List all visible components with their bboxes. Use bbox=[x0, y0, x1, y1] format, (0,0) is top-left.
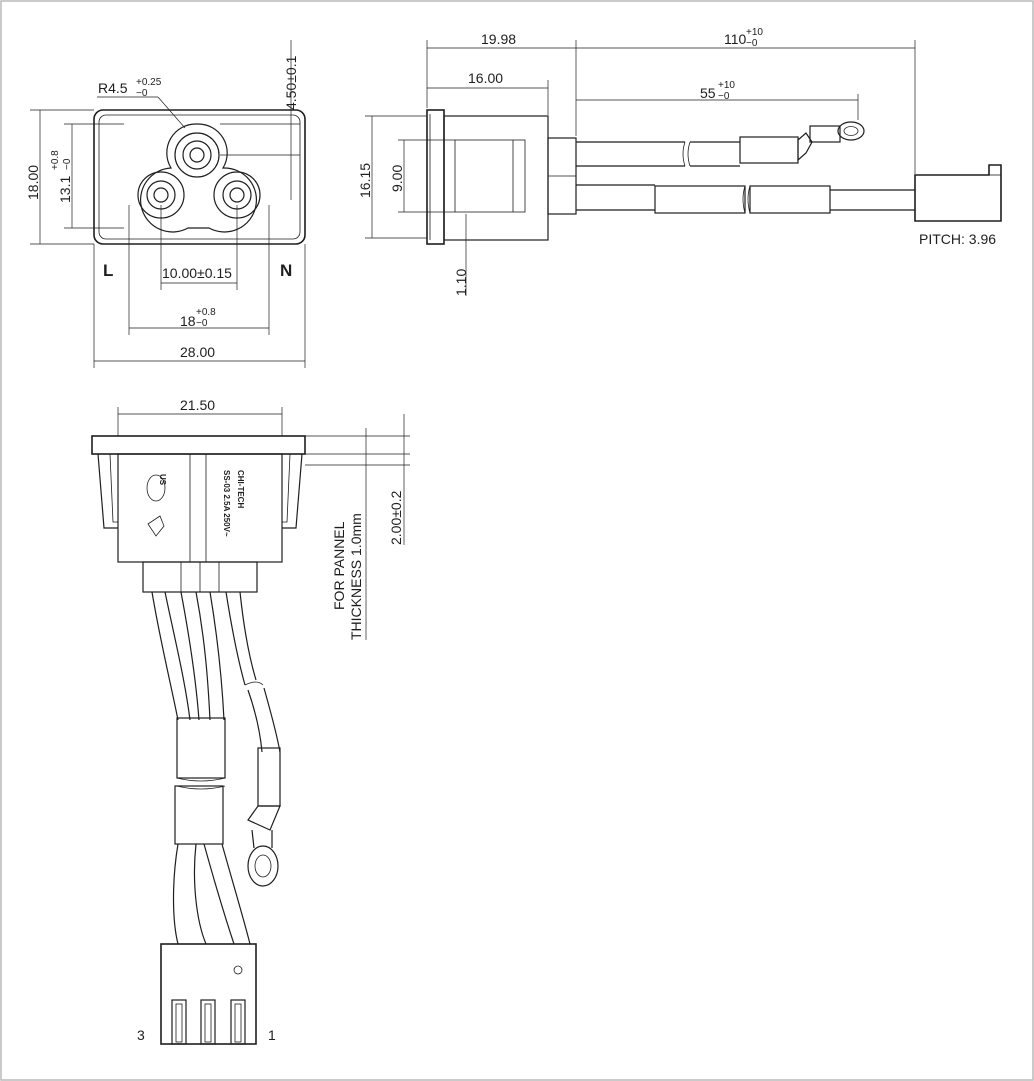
pin-earth-outer bbox=[174, 132, 220, 178]
pin-label-3: 3 bbox=[137, 1027, 145, 1043]
flange-to-rear-label: 16.00 bbox=[468, 70, 503, 86]
pin-n bbox=[229, 187, 245, 203]
cqc-mark-icon bbox=[147, 515, 165, 537]
inlet-housing-inner bbox=[98, 114, 301, 240]
brand-text: CHI-TECH bbox=[236, 470, 245, 508]
connector-pin-1 bbox=[230, 999, 246, 1045]
height-label: 18.00 bbox=[25, 165, 41, 200]
ring-terminal bbox=[837, 121, 865, 141]
top-ring-terminal bbox=[247, 845, 279, 887]
ring-terminal-crimp bbox=[809, 125, 841, 143]
cert-us-text: US bbox=[158, 474, 167, 486]
model-text: SS-03 2.5A 250V~ bbox=[222, 470, 231, 537]
ground-length-label: 55 bbox=[700, 85, 716, 101]
cable-tol-plus: +10 bbox=[746, 27, 763, 38]
pin-spacing-label: 10.00±0.15 bbox=[162, 265, 232, 281]
body-marking-brand: CHI-TECH SS-03 2.5A 250V~ bbox=[222, 470, 245, 537]
flange-thickness-label: 1.10 bbox=[453, 269, 469, 296]
inlet-housing-outer bbox=[93, 109, 306, 245]
inner-height-label: 13.1 bbox=[57, 176, 73, 203]
radius-tol-plus: +0.25 bbox=[136, 77, 162, 88]
top-sleeve-a bbox=[176, 717, 226, 779]
connector-pin-3 bbox=[171, 999, 187, 1045]
label-line: L bbox=[103, 261, 113, 280]
panel-note-line2: THICKNESS 1.0mm bbox=[348, 513, 364, 640]
socket-outline bbox=[140, 123, 257, 233]
radius-tol-minus: −0 bbox=[136, 88, 148, 99]
clip-gap-label: 2.00±0.2 bbox=[388, 490, 404, 545]
top-offset-label: 4.50±0.1 bbox=[283, 55, 299, 110]
body-height-label: 9.00 bbox=[389, 165, 405, 192]
inner-height-tol-plus: +0.8 bbox=[50, 150, 61, 170]
pin-earth bbox=[189, 147, 205, 163]
panel-note-line1: FOR PANNEL bbox=[331, 521, 347, 610]
main-wire-sleeve-a bbox=[654, 185, 746, 214]
ur-mark-icon bbox=[146, 474, 166, 502]
front-view: R4.5 +0.25 −0 4.50±0.1 18.00 13.1 +0.8 −… bbox=[25, 40, 306, 368]
cable-length-label: 110 bbox=[724, 31, 747, 47]
side-body-window bbox=[454, 139, 526, 213]
radius-label: R4.5 bbox=[98, 80, 128, 96]
top-sleeve-b bbox=[174, 785, 224, 845]
top-width-label: 21.50 bbox=[180, 397, 215, 413]
width-label: 28.00 bbox=[180, 344, 215, 360]
connector-pin-2 bbox=[200, 999, 216, 1045]
pin-earth-ring bbox=[182, 140, 212, 170]
top-view: CHI-TECH SS-03 2.5A 250V~ US bbox=[91, 397, 410, 1045]
cable-tol-minus: −0 bbox=[746, 38, 758, 49]
main-wire-sleeve-b bbox=[749, 185, 831, 214]
pitch-label: PITCH: 3.96 bbox=[919, 231, 996, 247]
label-neutral: N bbox=[280, 261, 292, 280]
connector-key bbox=[233, 965, 243, 975]
side-view: 19.98 16.00 110 +10 −0 55 +10 −0 16.15 9… bbox=[357, 27, 1002, 296]
ground-tol-plus: +10 bbox=[718, 80, 735, 91]
certification-marks: US bbox=[158, 474, 167, 486]
body-length-label: 19.98 bbox=[481, 31, 516, 47]
outer-span-tol-minus: −0 bbox=[196, 318, 208, 329]
outer-span-tol-plus: +0.8 bbox=[196, 307, 216, 318]
ground-tol-minus: −0 bbox=[718, 91, 730, 102]
pin-label-1: 1 bbox=[268, 1027, 276, 1043]
outer-span-label: 18 bbox=[180, 313, 196, 329]
flange-height-label: 16.15 bbox=[357, 163, 373, 198]
pin-l bbox=[153, 187, 169, 203]
inner-height-tol-minus: −0 bbox=[62, 158, 73, 170]
